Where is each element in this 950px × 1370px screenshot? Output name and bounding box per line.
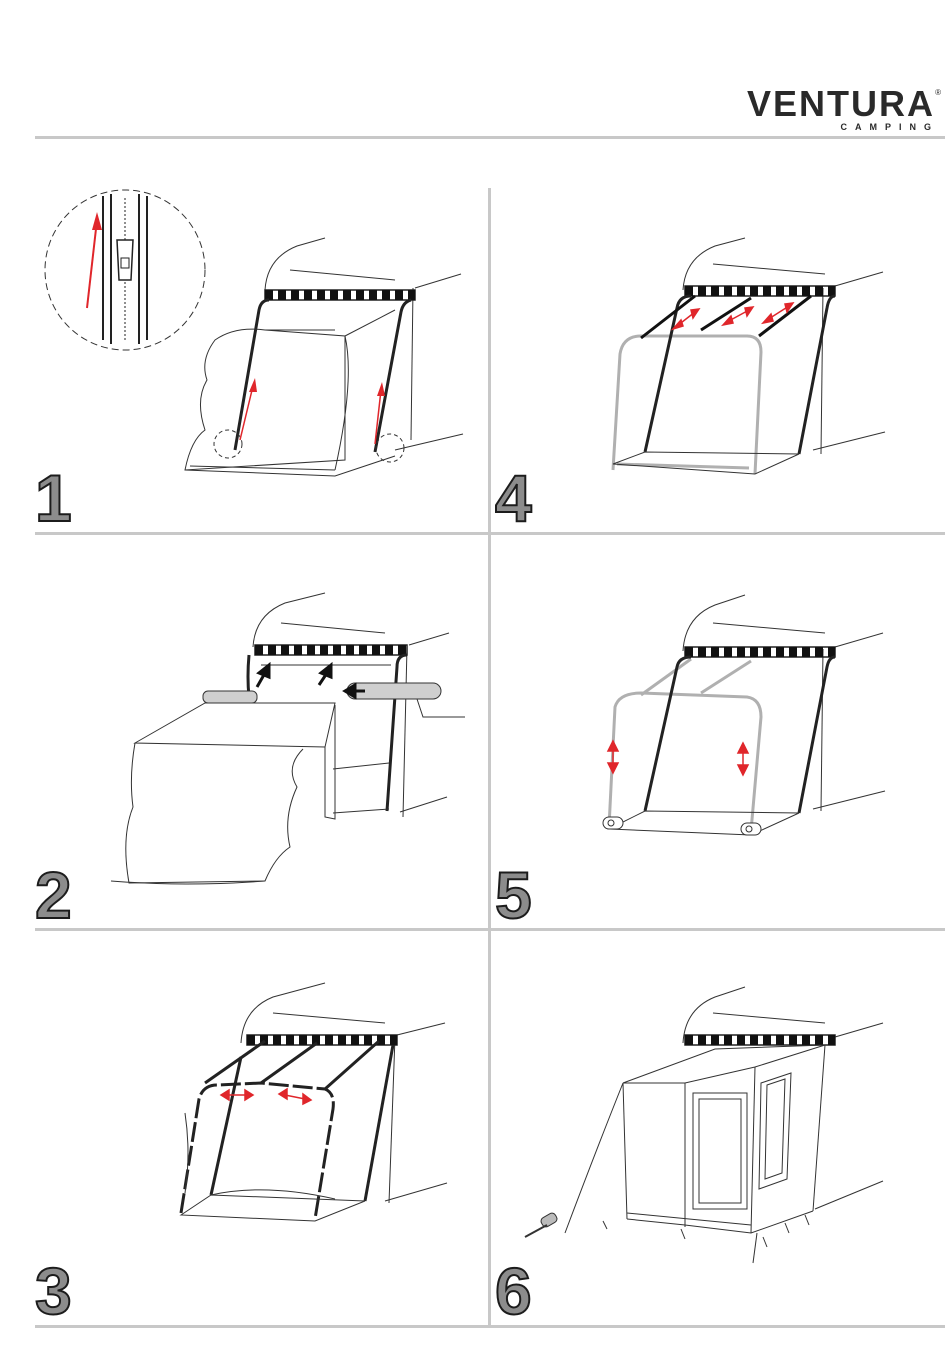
step-3-panel: 3 (35, 933, 485, 1323)
registered-mark: ® (935, 88, 941, 97)
vertical-divider (488, 188, 491, 1328)
step-5-panel: 5 (495, 537, 945, 927)
step-3-number: 3 (35, 1258, 72, 1324)
brand-tagline: CAMPING (841, 122, 940, 132)
mallet-icon (525, 1212, 558, 1237)
step-6-illustration (495, 933, 945, 1323)
step-6-panel: 6 (495, 933, 945, 1323)
step-4-number: 4 (495, 465, 532, 531)
step-4-panel: 4 (495, 140, 945, 530)
brand-name: VENTURA (747, 84, 935, 124)
step-2-panel: 2 (35, 537, 485, 927)
step-2-number: 2 (35, 862, 72, 928)
step-1-panel: 1 (35, 140, 485, 530)
ventura-logo: VENTURA ® CAMPING (700, 84, 945, 136)
header-rule (35, 136, 945, 139)
step-6-number: 6 (495, 1258, 532, 1324)
step-1-illustration (35, 140, 485, 530)
row-divider-2 (35, 928, 945, 931)
step-2-illustration (35, 537, 485, 927)
step-1-number: 1 (35, 465, 72, 531)
row-divider-1 (35, 532, 945, 535)
step-5-illustration (495, 537, 945, 927)
footer-rule (35, 1325, 945, 1328)
double-arrow-icon (608, 741, 748, 775)
step-5-number: 5 (495, 862, 532, 928)
zipper-detail-icon (45, 190, 205, 350)
step-4-illustration (495, 140, 945, 530)
step-3-illustration (35, 933, 485, 1323)
